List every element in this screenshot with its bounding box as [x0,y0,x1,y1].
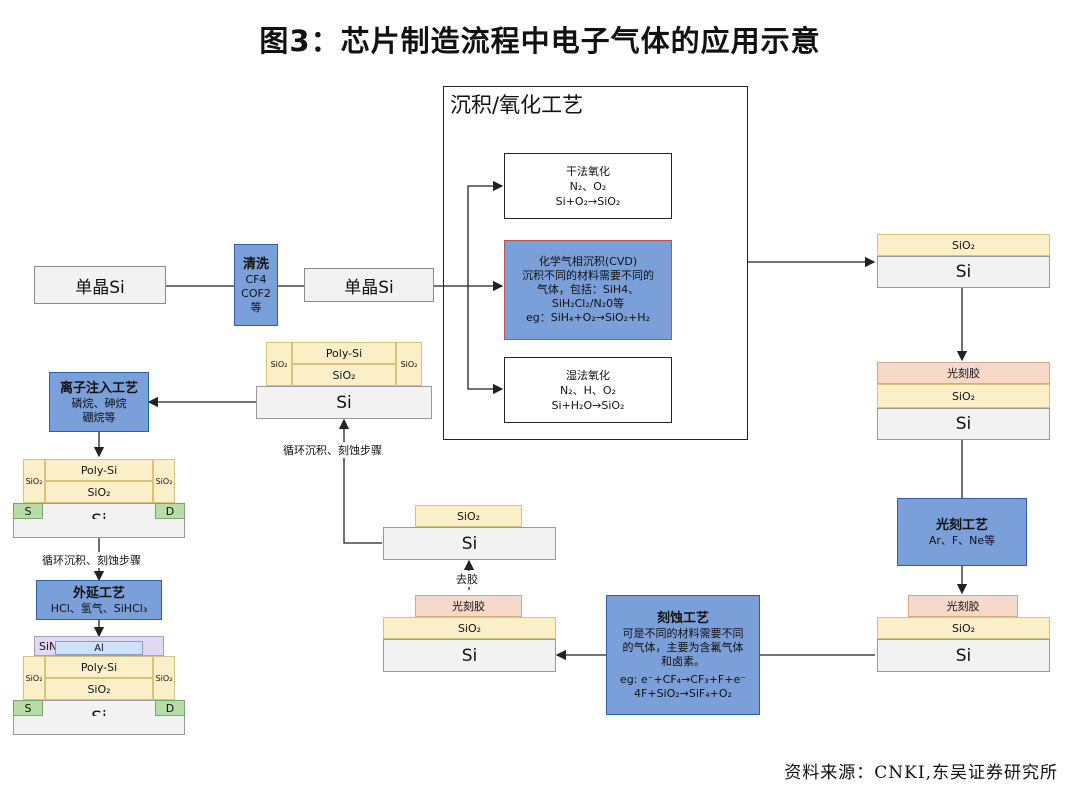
lithography-title: 光刻工艺 [935,517,988,533]
right-s2-photoresist: 光刻胶 [877,362,1050,384]
clean-process-box: 清洗 CF4 COF2 等 [234,244,278,326]
dry-oxidation-reaction: Si+O₂→SiO₂ [555,194,621,208]
left-s2-drain: D [155,700,185,716]
right-s3-photoresist: 光刻胶 [908,595,1018,617]
clean-line2: COF2 [241,286,271,300]
right-s2-silicon: Si [877,408,1050,440]
left-s2-polysilicon: Poly-Si [45,656,153,678]
cvd-line2: 气体，包括：SiH4、 [536,283,640,296]
etch-line4: eg: e⁻+CF₄→CF₃+F+e⁻ [619,672,747,686]
lithography-box: 光刻工艺 Ar、F、Ne等 [897,498,1027,566]
left-s1-right-spacer: SiO₂ [153,459,175,503]
cvd-line4: eg：SiH₄+O₂→SiO₂+H₂ [526,311,650,324]
cvd-line1: 沉积不同的材料需要不同的 [522,269,654,282]
etch-line5: 4F+SiO₂→SiF₄+O₂ [634,686,732,700]
left-s2-left-spacer: SiO₂ [23,656,45,700]
ion-implant-line1: 磷烷、砷烷 [71,396,127,410]
left-s2-oxide: SiO₂ [45,678,153,700]
ion-implant-line2: 硼烷等 [82,410,116,424]
deposition-frame: 沉积/氧化工艺 [443,86,748,440]
cvd-title: 化学气相沉积(CVD) [538,255,638,268]
dry-oxidation-gases: N₂、O₂ [569,179,607,193]
start-wafer: 单晶Si [34,266,166,304]
etch-line3: 和卤素。 [661,654,705,668]
strip-label: 去胶 [456,571,478,587]
wet-oxidation-reaction: Si+H₂O→SiO₂ [551,398,625,412]
left-s2-silicon-base [13,716,185,735]
left-cycle-label: 循环沉积、刻蚀步骤 [42,552,141,568]
left-s1-oxide: SiO₂ [45,481,153,503]
left-s1-source: S [13,503,43,519]
mid-bottom-silicon: Si [383,639,556,672]
epitaxy-title: 外延工艺 [72,585,125,601]
etch-line2: 的气体，主要为含氟气体 [622,640,744,654]
wet-oxidation-box: 湿法氧化 N₂、H、O₂ Si+H₂O→SiO₂ [504,357,672,423]
right-s1-silicon: Si [877,256,1050,288]
clean-line1: CF4 [245,272,267,286]
right-s3-oxide: SiO₂ [877,617,1050,639]
poly-stack-left-spacer: SiO₂ [266,342,292,386]
cleaned-wafer: 单晶Si [304,268,434,302]
poly-stack-polysilicon: Poly-Si [292,342,396,364]
left-s2-source: S [13,700,43,716]
dry-oxidation-box: 干法氧化 N₂、O₂ Si+O₂→SiO₂ [504,153,672,219]
ion-implant-title: 离子注入工艺 [59,380,138,396]
clean-line3: 等 [250,300,262,314]
wet-oxidation-gases: N₂、H、O₂ [560,383,616,397]
left-s2-aluminum: Al [55,641,143,655]
cvd-box: 化学气相沉积(CVD) 沉积不同的材料需要不同的 气体，包括：SiH4、 SiH… [504,240,672,340]
mid-bottom-photoresist: 光刻胶 [415,595,522,617]
left-s1-polysilicon: Poly-Si [45,459,153,481]
left-s1-left-spacer: SiO₂ [23,459,45,503]
cycle-label: 循环沉积、刻蚀步骤 [283,442,382,458]
wet-oxidation-title: 湿法氧化 [566,368,610,382]
mid-upper-silicon: Si [383,527,556,560]
left-s1-silicon-base [13,519,185,538]
right-s3-silicon: Si [877,639,1050,672]
epitaxy-line1: HCl、氢气、SiHCl₃ [50,601,148,615]
deposition-frame-title: 沉积/氧化工艺 [450,93,584,117]
clean-title: 清洗 [242,256,269,272]
poly-stack-right-spacer: SiO₂ [396,342,422,386]
left-s1-drain: D [155,503,185,519]
poly-stack-oxide: SiO₂ [292,364,396,386]
mid-upper-oxide: SiO₂ [415,505,522,527]
etch-box: 刻蚀工艺 可是不同的材料需要不同 的气体，主要为含氟气体 和卤素。 eg: e⁻… [606,595,760,715]
mid-bottom-oxide: SiO₂ [383,617,556,639]
etch-title: 刻蚀工艺 [656,610,709,626]
ion-implant-box: 离子注入工艺 磷烷、砷烷 硼烷等 [49,372,149,432]
page-title: 图3：芯片制造流程中电子气体的应用示意 [259,24,821,58]
etch-line1: 可是不同的材料需要不同 [622,626,744,640]
right-s1-oxide: SiO₂ [877,234,1050,256]
poly-stack-silicon: Si [256,386,432,419]
epitaxy-box: 外延工艺 HCl、氢气、SiHCl₃ [36,580,162,620]
lithography-gases: Ar、F、Ne等 [928,533,996,547]
cvd-line3: SiH₂Cl₂/N₂0等 [551,297,625,310]
dry-oxidation-title: 干法氧化 [566,164,610,178]
left-s2-right-spacer: SiO₂ [153,656,175,700]
right-s2-oxide: SiO₂ [877,384,1050,408]
source-note: 资料来源：CNKI,东吴证券研究所 [784,763,1058,783]
